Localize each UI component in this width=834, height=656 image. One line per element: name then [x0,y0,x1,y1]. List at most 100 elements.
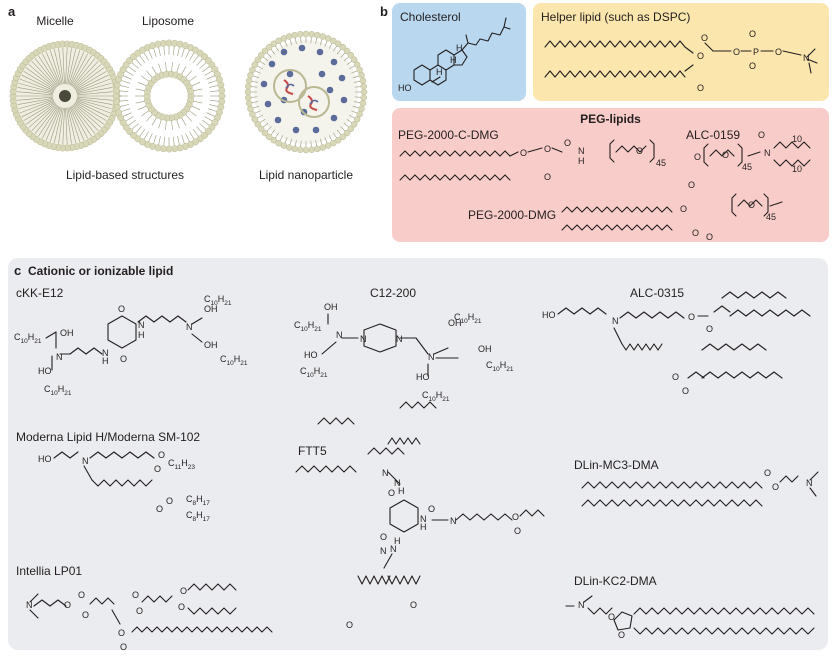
lipid-head [265,43,273,51]
lipid-tail [45,51,61,86]
atom-label: O [758,130,765,140]
atom-label: O [706,324,713,334]
lipid-tail [41,106,60,139]
lipid-tail [65,48,68,85]
lipid-tail [66,107,72,144]
svg-text:HO: HO [398,83,412,93]
alkyl-chain [561,224,673,231]
ionizable-lipid [326,86,334,94]
lipid-head [358,105,365,113]
atom-label: N [396,334,403,344]
bond [684,46,694,54]
atom-label: N [360,334,367,344]
alkyl-chain [557,307,607,315]
lipid-tail [19,78,54,93]
atom-label: O [772,482,779,492]
atom-label: O [118,304,125,314]
lipid-head [343,47,351,55]
lipid-tail [62,48,65,85]
bond [191,317,203,325]
lipid-tail [49,107,62,142]
panel-c-label: c [14,263,22,278]
lipid-tail [74,67,105,90]
atom-label: O [618,630,625,640]
peg-dmg-label: PEG-2000-DMG [468,208,557,222]
atom-label: O [722,150,729,160]
atom-label: N [82,456,89,466]
alkyl-chain [317,417,355,425]
atom-label: O [706,232,713,242]
inner-vesicle [298,86,330,118]
ionizable-lipid [292,126,300,134]
atom-label: O [120,354,127,364]
diketopiperazine-ring [107,315,137,349]
lipid-head [245,94,252,101]
lipid-head [291,145,298,153]
atom-label: N [26,600,33,610]
alkyl-chain [187,607,237,615]
lipid-head [302,146,310,154]
ionizable-lipid [316,48,324,56]
atom-label: O [178,602,185,612]
bond [684,64,694,72]
ionizable-lipid [298,44,306,52]
ionizable-lipid [268,60,276,68]
lipid-tail [31,104,57,131]
atom-label: O [694,152,701,162]
lipid-tail [70,106,89,139]
lipid-tail [17,87,54,95]
lipid-head [339,133,347,141]
lipid-tail [75,74,109,92]
atom-label: HO [38,454,52,464]
alkyl-chain [581,499,763,507]
lipid-head [360,88,368,96]
lipid-tail [41,53,60,86]
atom-label: O [180,586,187,596]
lipid-tail [76,91,113,96]
lipid-tail [17,91,54,96]
lipid-tail [75,71,107,91]
atom-label: OH [324,302,338,312]
peg-bracket [649,139,655,163]
bond [809,487,817,497]
lipid-tail [28,64,57,89]
peg-bracket [763,193,769,217]
atom-label: O [78,590,85,600]
lipid-head [261,129,269,137]
lipid-structures-caption: Lipid-based structures [65,168,185,182]
panel-a-label: a [8,4,16,19]
peg-c-dmg-label: PEG-2000-C-DMG [398,128,499,142]
peg-bracket [731,193,737,217]
lipid-head [330,37,337,45]
ftt5-label: FTT5 [298,444,327,458]
lipid-tail [19,99,54,114]
alkyl-chain [773,141,811,149]
alkyl-chain [713,305,731,313]
lipid-head [261,47,269,55]
lipid-head [275,139,282,147]
lipid-head [356,66,363,74]
lipid-head [257,51,265,59]
peg-lipids-title: PEG-lipids [580,112,641,126]
lipid-nanoparticle-diagram [244,30,368,154]
alkyl-chain [615,145,647,153]
atom-label: N [428,352,435,362]
atom-label: N [578,600,585,610]
lipid-tail [69,51,85,86]
lipid-tail [73,64,102,89]
lipid-tail [34,58,58,87]
atom-label: O [166,496,173,506]
alkyl-chain [729,309,811,317]
alkyl-chain [357,575,391,585]
dioxolane-ring [613,611,633,631]
atom-label: HO [38,366,52,376]
lipid-tail [18,82,54,94]
atom-label: H [102,356,109,366]
atom-label: N [336,330,343,340]
bond [809,471,819,481]
atom-label: H [420,522,427,532]
alkyl-chain [773,159,811,167]
cholesterol-title: Cholesterol [400,10,461,24]
lipid-head [334,136,342,144]
